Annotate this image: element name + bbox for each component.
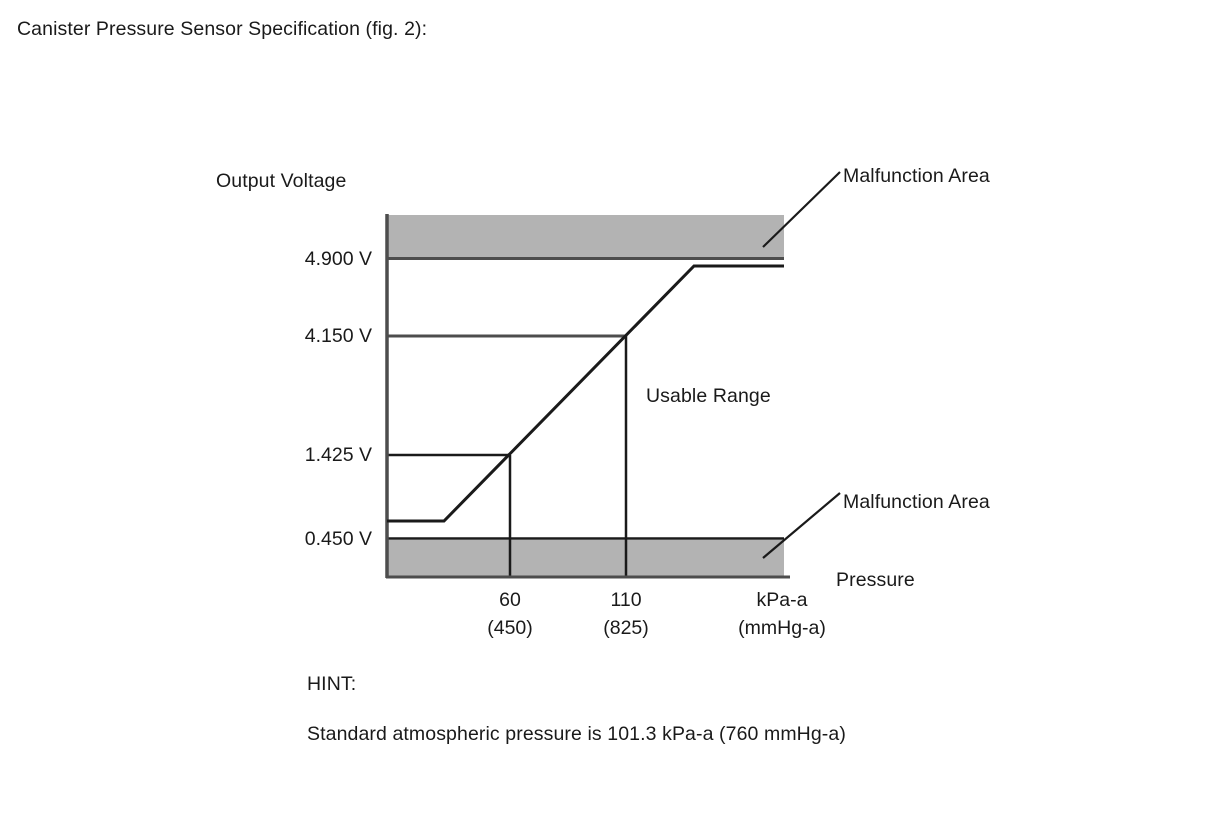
malfunction-band-lower bbox=[387, 540, 784, 577]
malfunction-area-label-lower: Malfunction Area bbox=[843, 491, 990, 513]
usable-range-label: Usable Range bbox=[646, 385, 771, 407]
leader-line-malfunction-lower bbox=[762, 492, 841, 559]
x-tick-label-825mmhg: (825) bbox=[603, 617, 649, 639]
y-tick-label-4900mv: 4.900 V bbox=[304, 248, 372, 270]
x-tick-label-60kpa: 60 bbox=[499, 589, 521, 611]
malfunction-band-upper bbox=[387, 215, 784, 257]
x-tick-label-450mmhg: (450) bbox=[487, 617, 533, 639]
page-title: Canister Pressure Sensor Specification (… bbox=[17, 18, 428, 40]
x-tick-label-110kpa: 110 bbox=[610, 589, 642, 611]
x-axis-unit-primary: kPa-a bbox=[756, 589, 808, 611]
hint-text: Standard atmospheric pressure is 101.3 k… bbox=[307, 723, 846, 745]
x-axis-title: Pressure bbox=[836, 569, 915, 591]
sensor-output-curve bbox=[387, 264, 784, 523]
y-tick-label-4150mv: 4.150 V bbox=[304, 325, 372, 347]
x-axis-unit-secondary: (mmHg-a) bbox=[738, 617, 826, 639]
leader-line-malfunction-upper bbox=[762, 171, 841, 248]
y-axis-title: Output Voltage bbox=[216, 170, 347, 192]
hint-heading: HINT: bbox=[307, 673, 357, 695]
y-tick-label-450mv: 0.450 V bbox=[304, 528, 372, 550]
malfunction-area-label-upper: Malfunction Area bbox=[843, 165, 990, 187]
y-tick-label-1425mv: 1.425 V bbox=[304, 444, 372, 466]
